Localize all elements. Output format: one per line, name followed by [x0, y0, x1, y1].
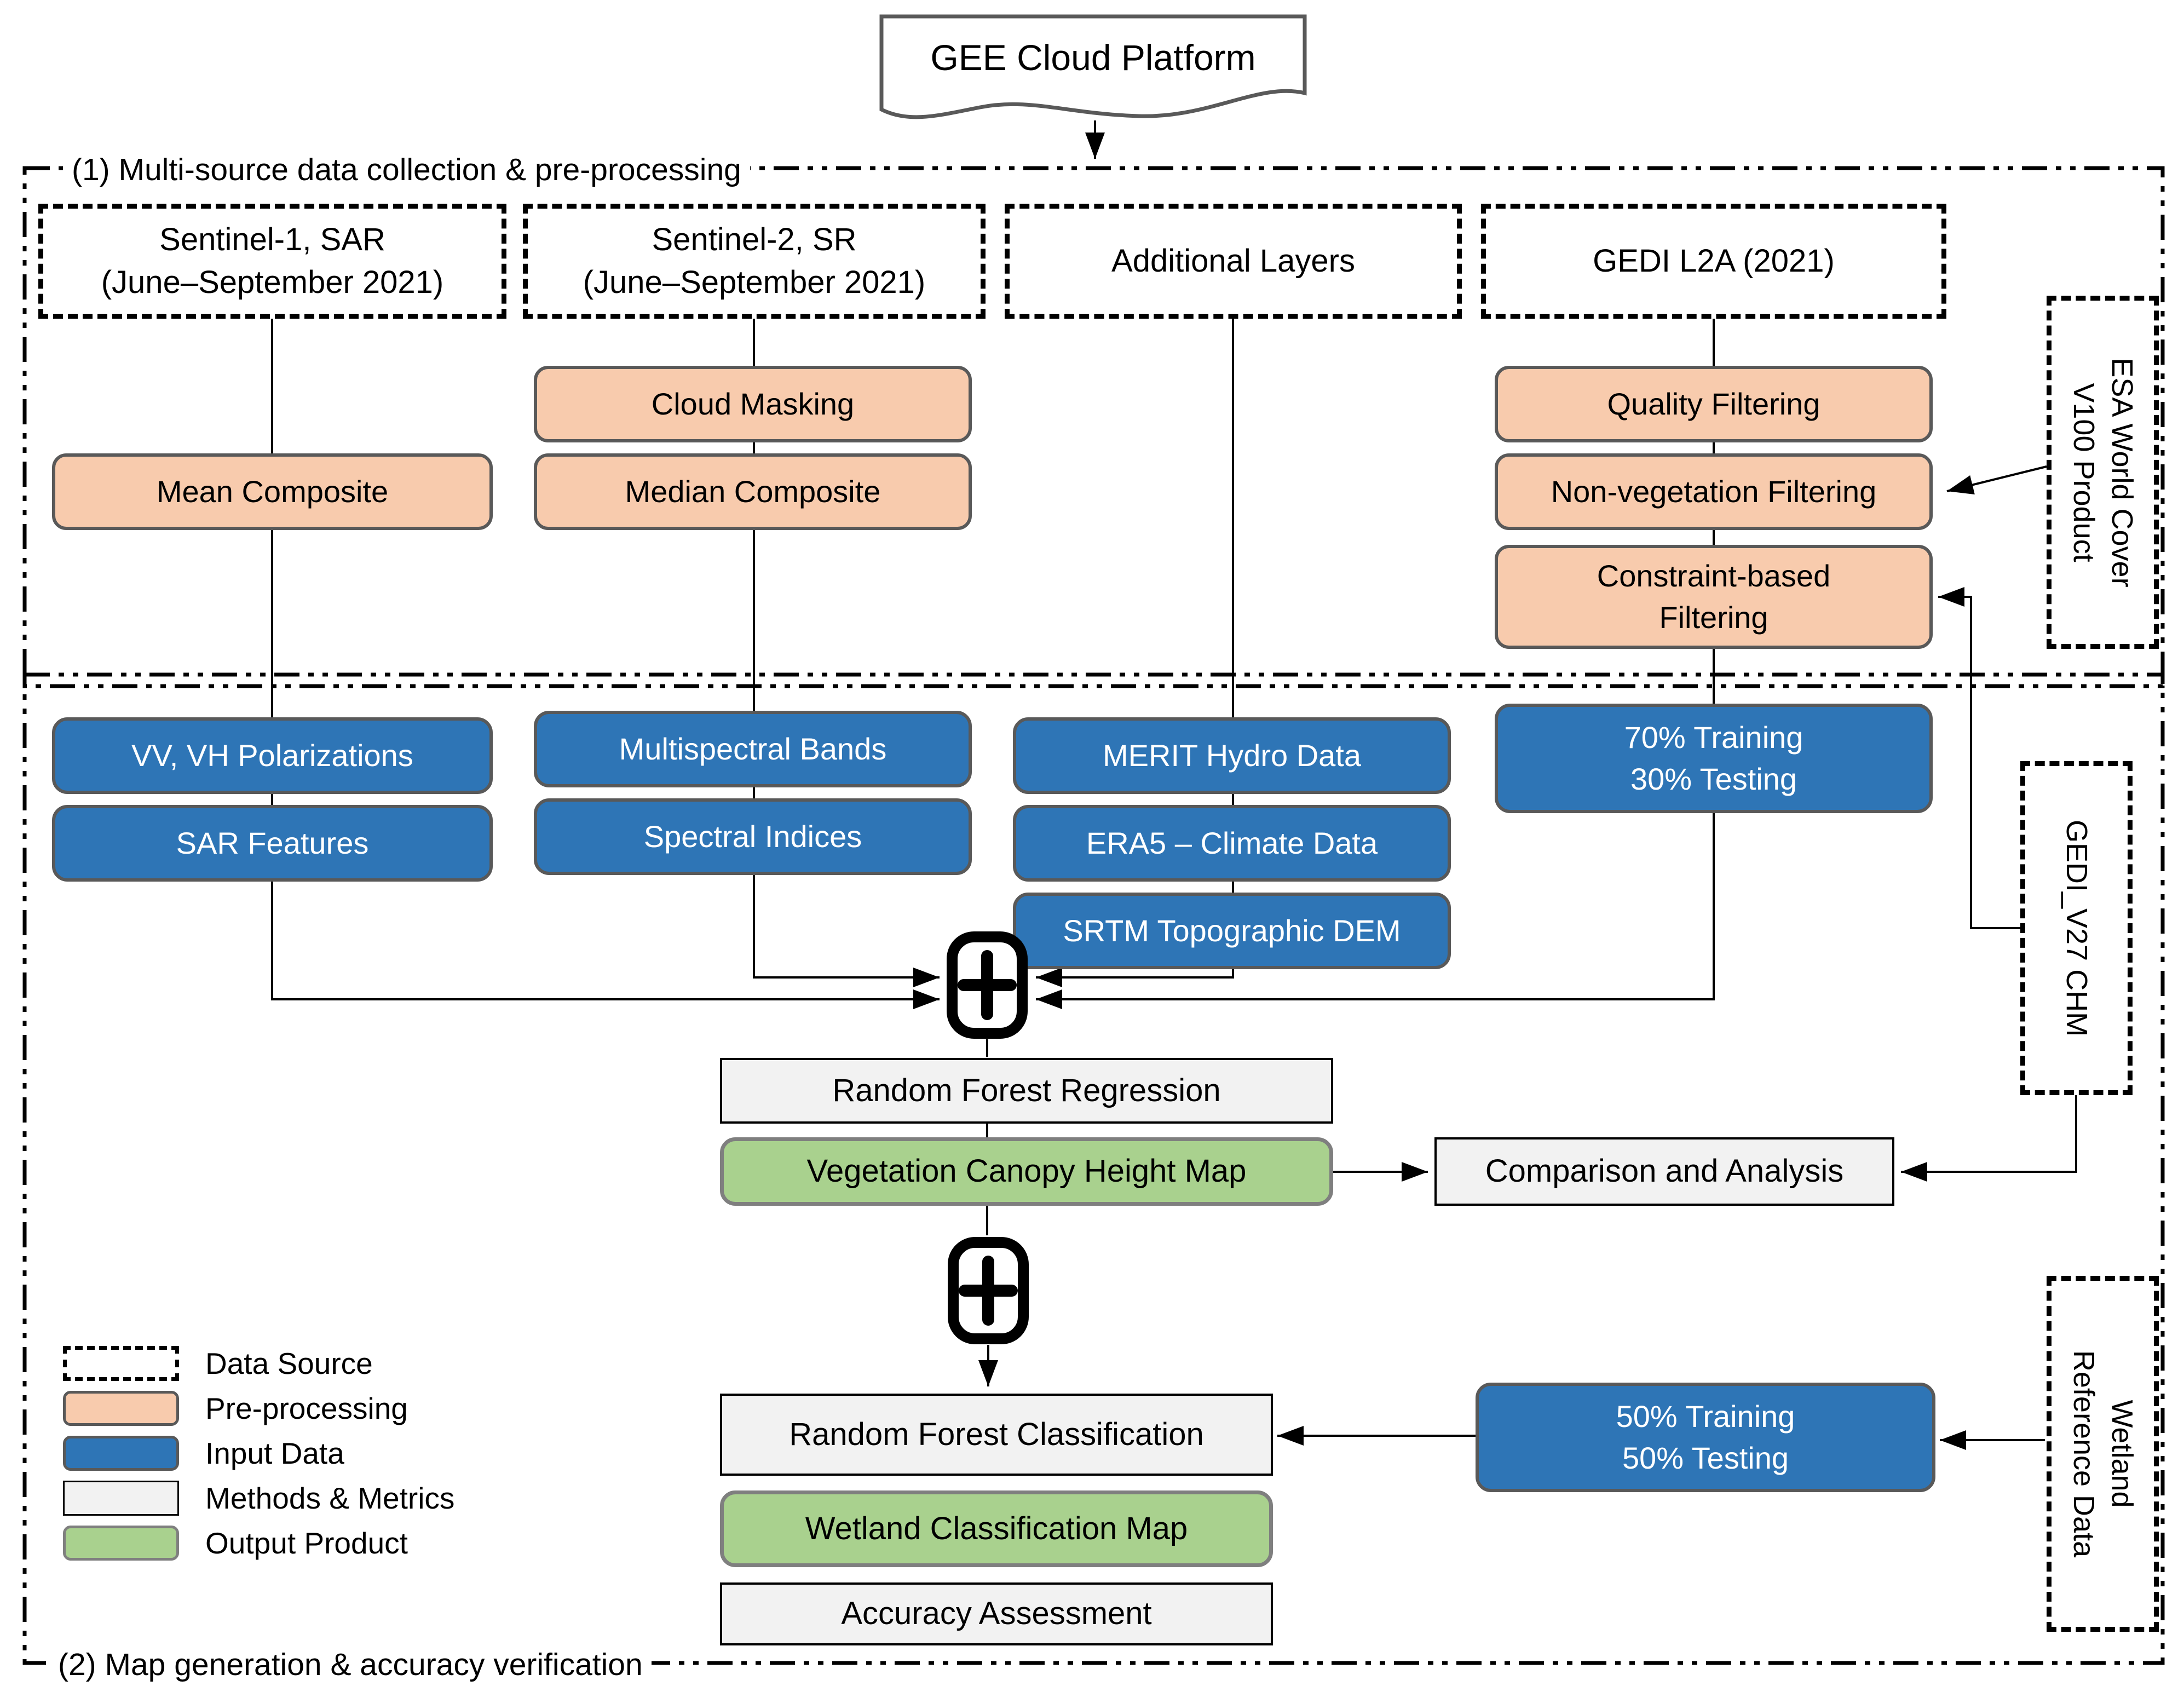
wetland-reference-label: Wetland Reference Data: [2064, 1350, 2141, 1557]
legend-label-data-source: Data Source: [205, 1346, 373, 1380]
section-1-label: (1) Multi-source data collection & pre-p…: [63, 152, 750, 188]
gee-platform-label: GEE Cloud Platform: [930, 37, 1256, 78]
line-split7030-to-merge: [1036, 813, 1715, 1009]
input-vv-vh: VV, VH Polarizations: [52, 717, 493, 794]
sentinel1-line1: Sentinel-1, SAR: [159, 221, 385, 257]
gee-platform-box: GEE Cloud Platform: [881, 16, 1305, 99]
legend-label-input-data: Input Data: [205, 1436, 344, 1470]
sentinel2-line1: Sentinel-2, SR: [652, 221, 857, 257]
source-gedi-l2a: GEDI L2A (2021): [1481, 204, 1946, 319]
legend-item-data-source: Data Source: [63, 1346, 373, 1381]
gedi-chm-line1: GEDI_V27 CHM: [2060, 819, 2093, 1037]
input-sar-features: SAR Features: [52, 805, 493, 882]
legend-label-output-product: Output Product: [205, 1526, 408, 1560]
method-accuracy-assessment: Accuracy Assessment: [720, 1582, 1273, 1645]
split7030-line1: 70% Training: [1624, 720, 1803, 755]
legend-label-methods-metrics: Methods & Metrics: [205, 1481, 455, 1515]
legend-item-pre-processing: Pre-processing: [63, 1391, 408, 1426]
input-data-swatch: [63, 1436, 179, 1471]
line-additional-to-merge: [1036, 319, 1234, 987]
wetland-ref-line2: Reference Data: [2067, 1350, 2100, 1558]
method-rf-regression: Random Forest Regression: [720, 1058, 1333, 1124]
input-merit-hydro: MERIT Hydro Data: [1013, 717, 1451, 794]
output-wetland-classification-map: Wetland Classification Map: [720, 1490, 1273, 1567]
line-sentinel2-to-merge: [753, 319, 940, 987]
output-product-swatch: [63, 1526, 179, 1561]
input-srtm-dem: SRTM Topographic DEM: [1013, 893, 1451, 969]
input-era5-climate: ERA5 – Climate Data: [1013, 805, 1451, 882]
data-source-swatch: [63, 1346, 179, 1381]
output-canopy-height-map: Vegetation Canopy Height Map: [720, 1137, 1333, 1206]
additional-layers-label: Additional Layers: [1111, 243, 1355, 279]
arrow-esa-to-nonveg-filtering: [1946, 465, 2047, 494]
plus-merge-icon-2: [947, 1236, 1029, 1348]
esa-line2: V100 Product: [2067, 382, 2100, 562]
method-comparison-analysis: Comparison and Analysis: [1434, 1137, 1894, 1206]
source-sentinel1: Sentinel-1, SAR (June–September 2021): [38, 204, 506, 319]
step-constraint-filtering: Constraint-based Filtering: [1495, 545, 1933, 649]
legend-item-output-product: Output Product: [63, 1526, 408, 1561]
source-esa-worldcover: ESA World Cover V100 Product: [2047, 296, 2159, 649]
plus-merge-icon-1: [946, 931, 1028, 1042]
legend-item-methods-metrics: Methods & Metrics: [63, 1481, 454, 1516]
legend-label-pre-processing: Pre-processing: [205, 1391, 408, 1425]
source-sentinel2: Sentinel-2, SR (June–September 2021): [523, 204, 986, 319]
esa-worldcover-label: ESA World Cover V100 Product: [2064, 358, 2141, 587]
input-spectral-indices: Spectral Indices: [534, 798, 972, 875]
legend-item-input-data: Input Data: [63, 1436, 344, 1471]
esa-line1: ESA World Cover: [2105, 357, 2139, 588]
section-2-label: (2) Map generation & accuracy verificati…: [49, 1647, 652, 1683]
input-multispectral-bands: Multispectral Bands: [534, 711, 972, 787]
step-nonveg-filtering: Non-vegetation Filtering: [1495, 453, 1933, 530]
sentinel1-line2: (June–September 2021): [101, 264, 444, 300]
method-rf-classification: Random Forest Classification: [720, 1394, 1273, 1476]
step-cloud-masking: Cloud Masking: [534, 366, 972, 442]
source-gedi-v27-chm: GEDI_V27 CHM: [2020, 761, 2133, 1095]
wetland-ref-line1: Wetland: [2105, 1400, 2139, 1508]
split7030-line2: 30% Testing: [1630, 762, 1797, 796]
section-2-frame: [22, 672, 2165, 1665]
constraint-line1: Constraint-based: [1597, 559, 1831, 594]
line-sentinel1-to-merge: [271, 319, 940, 1009]
step-quality-filtering: Quality Filtering: [1495, 366, 1933, 442]
input-split-70-30: 70% Training 30% Testing: [1495, 704, 1933, 813]
arrow-chm-to-constraint-filtering: [1938, 587, 2020, 929]
sentinel2-line2: (June–September 2021): [583, 264, 926, 300]
gee-document-shape: [879, 14, 1307, 119]
step-median-composite: Median Composite: [534, 453, 972, 530]
source-wetland-reference: Wetland Reference Data: [2047, 1276, 2159, 1632]
methods-metrics-swatch: [63, 1481, 179, 1516]
section-1-frame: [22, 166, 2165, 688]
input-split-50-50: 50% Training 50% Testing: [1476, 1383, 1935, 1492]
split5050-line2: 50% Testing: [1622, 1441, 1789, 1475]
gedi-chm-label: GEDI_V27 CHM: [2057, 820, 2095, 1037]
arrow-chm-to-comparison: [1901, 1095, 2077, 1182]
step-mean-composite: Mean Composite: [52, 453, 493, 530]
gedi-l2a-label: GEDI L2A (2021): [1593, 243, 1835, 279]
split5050-line1: 50% Training: [1616, 1399, 1795, 1434]
pre-processing-swatch: [63, 1391, 179, 1426]
source-additional-layers: Additional Layers: [1005, 204, 1462, 319]
constraint-line2: Filtering: [1659, 600, 1768, 635]
